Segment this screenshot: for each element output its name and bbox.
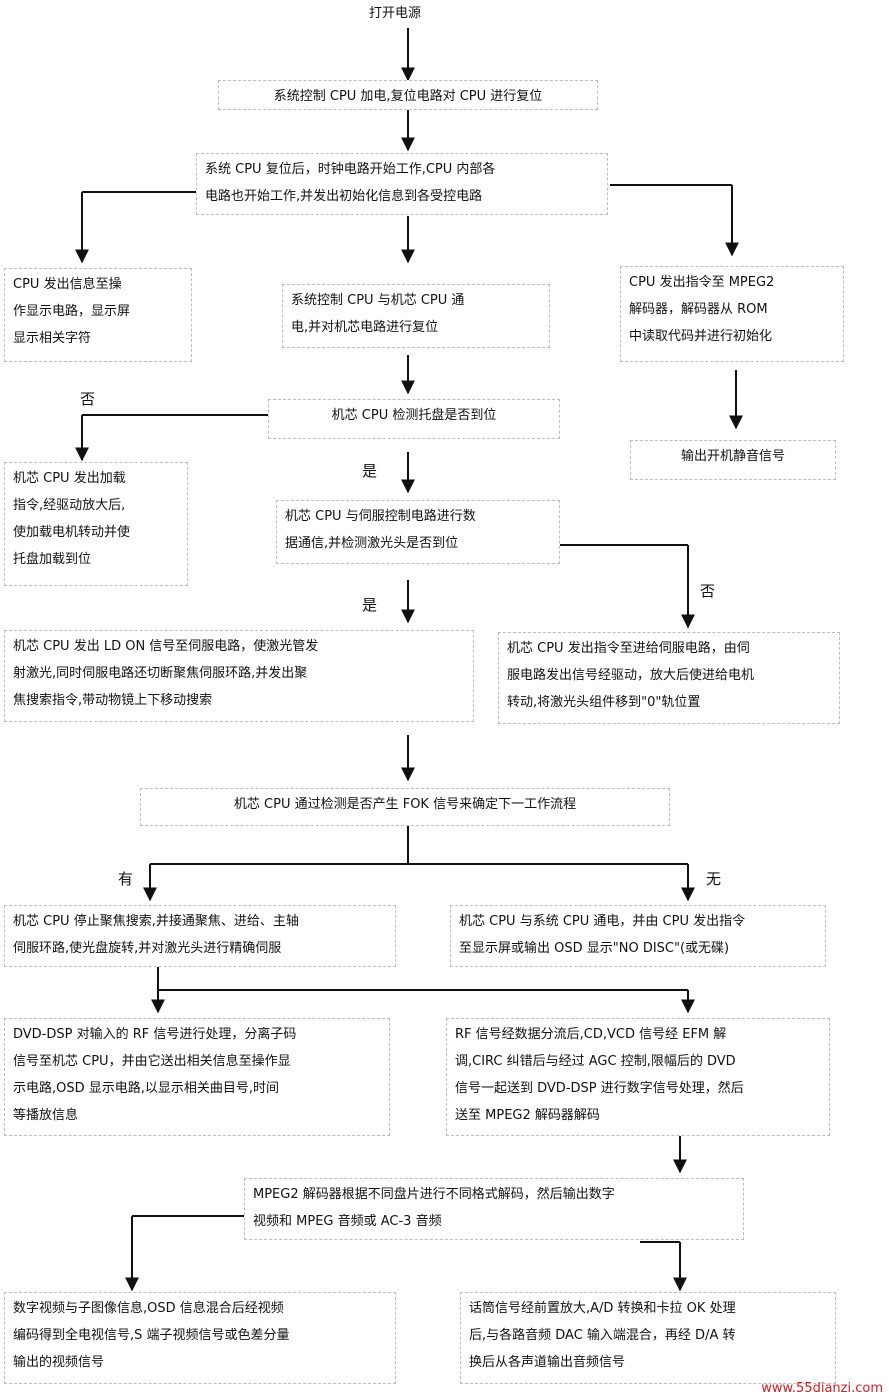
node-focus-stop: 机芯 CPU 停止聚焦搜索,并接通聚焦、进给、主轴 伺服环路,使光盘旋转,并对激… — [4, 905, 396, 967]
node-audio-out: 话筒信号经前置放大,A/D 转换和卡拉 OK 处理 后,与各路音频 DAC 输入… — [460, 1292, 836, 1384]
node-laser-on: 机芯 CPU 发出 LD ON 信号至伺服电路，使激光管发 射激光,同时伺服电路… — [4, 630, 474, 722]
label-yes-laser: 是 — [362, 596, 378, 614]
label-yes-tray: 是 — [362, 462, 378, 480]
node-dsp-process: DVD-DSP 对输入的 RF 信号进行处理，分离子码 信号至机芯 CPU，并由… — [4, 1018, 390, 1136]
watermark: www.55dianzi.com — [761, 1381, 883, 1396]
node-power-on: 打开电源 — [368, 6, 421, 21]
label-no-tray: 否 — [80, 390, 96, 408]
node-sled-move: 机芯 CPU 发出指令至进给伺服电路，由伺 服电路发出信号经驱动，放大后使进给电… — [498, 632, 840, 724]
node-video-out: 数字视频与子图像信息,OSD 信息混合后经视频 编码得到全电视信号,S 端子视频… — [4, 1292, 396, 1384]
node-mech-comm: 系统控制 CPU 与机芯 CPU 通 电,并对机芯电路进行复位 — [282, 284, 550, 348]
node-display-msg: CPU 发出信息至操 作显示电路，显示屏 显示相关字符 — [4, 268, 192, 362]
label-has-signal: 有 — [118, 870, 134, 888]
node-clock-start: 系统 CPU 复位后，时钟电路开始工作,CPU 内部各 电路也开始工作,并发出初… — [196, 153, 608, 215]
node-load-tray: 机芯 CPU 发出加载 指令,经驱动放大后, 使加载电机转动并使 托盘加载到位 — [4, 462, 188, 586]
node-servo-comm: 机芯 CPU 与伺服控制电路进行数 据通信,并检测激光头是否到位 — [276, 500, 560, 564]
node-mpeg-decode: MPEG2 解码器根据不同盘片进行不同格式解码，然后输出数字 视频和 MPEG … — [244, 1178, 744, 1240]
node-mute-out: 输出开机静音信号 — [630, 440, 836, 480]
node-no-disc: 机芯 CPU 与系统 CPU 通电，并由 CPU 发出指令 至显示屏或输出 OS… — [450, 905, 826, 967]
node-mpeg-init: CPU 发出指令至 MPEG2 解码器，解码器从 ROM 中读取代码并进行初始化 — [620, 266, 844, 362]
label-no-laser: 否 — [700, 582, 716, 600]
node-tray-check: 机芯 CPU 检测托盘是否到位 — [268, 399, 560, 439]
node-fok-check: 机芯 CPU 通过检测是否产生 FOK 信号来确定下一工作流程 — [140, 788, 670, 826]
node-cpu-reset: 系统控制 CPU 加电,复位电路对 CPU 进行复位 — [218, 80, 598, 110]
node-rf-split: RF 信号经数据分流后,CD,VCD 信号经 EFM 解 调,CIRC 纠错后与… — [446, 1018, 830, 1136]
label-no-signal: 无 — [706, 870, 722, 888]
